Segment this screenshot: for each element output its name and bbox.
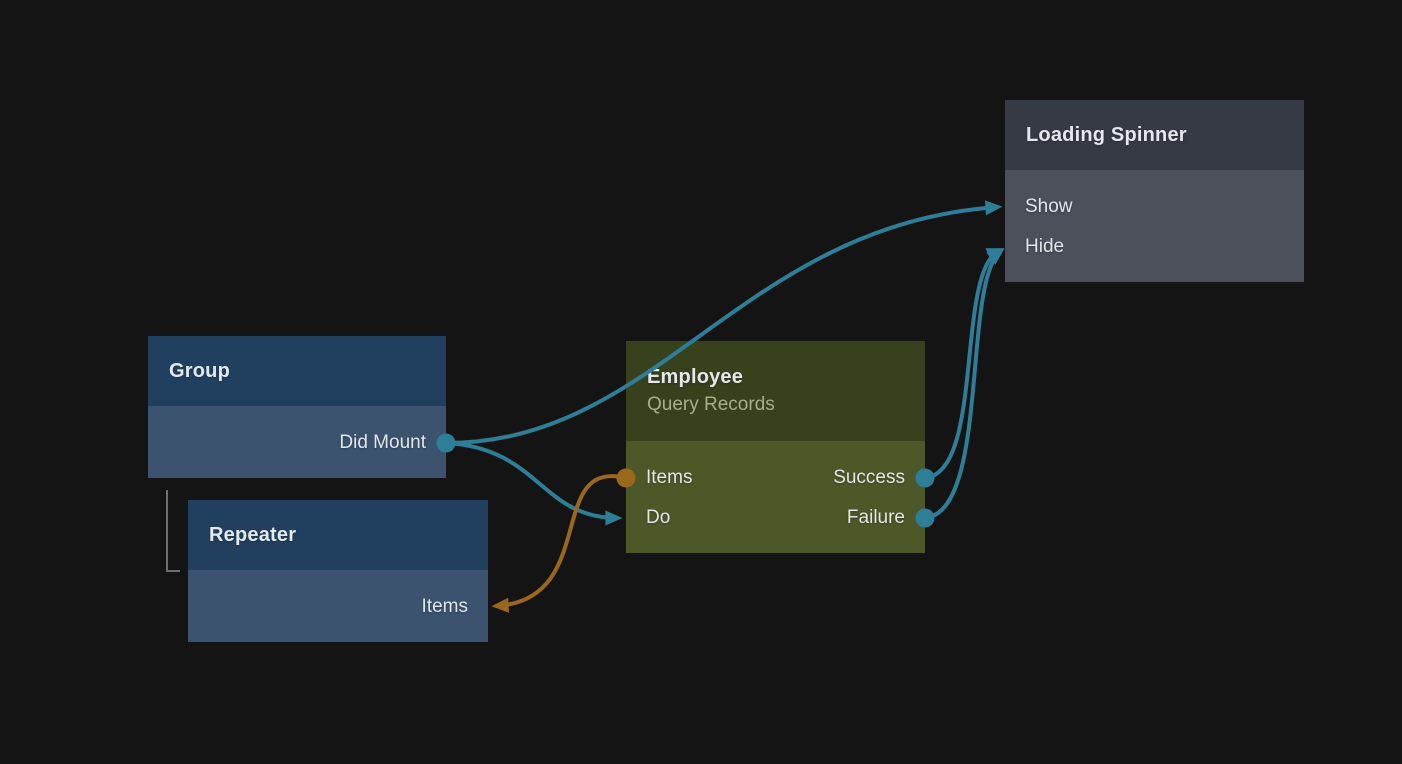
port-label-failure: Failure — [846, 507, 905, 528]
edge-items-repeateritems[interactable] — [491, 474, 627, 613]
port-label-items: Items — [646, 467, 693, 488]
port-row: Show — [1025, 187, 1284, 227]
node-header-repeater[interactable]: Repeater — [188, 500, 488, 570]
port-label-hide: Hide — [1025, 236, 1065, 257]
port-row: Hide — [1025, 227, 1284, 267]
node-body-repeater: Items — [188, 570, 488, 642]
node-title: Loading Spinner — [1026, 123, 1187, 146]
node-title: Employee — [647, 366, 744, 388]
node-subtitle: Query Records — [647, 394, 775, 415]
port-row: Did Mount — [168, 423, 426, 463]
node-title: Repeater — [209, 523, 297, 546]
node-header-loading-spinner[interactable]: Loading Spinner — [1005, 100, 1304, 170]
port-label-show: Show — [1025, 196, 1073, 217]
port-row: Items Success — [646, 458, 905, 498]
port-label-do: Do — [646, 507, 671, 528]
hierarchy-link-group-repeater — [166, 490, 180, 572]
port-label-success: Success — [833, 467, 905, 488]
edge-failure-hide[interactable] — [924, 248, 1005, 520]
port-row: Do Failure — [646, 498, 905, 538]
port-label-did-mount: Did Mount — [339, 432, 426, 453]
node-body-group: Did Mount — [148, 406, 446, 478]
node-title: Group — [169, 359, 230, 382]
edge-success-hide[interactable] — [924, 248, 1005, 480]
port-label-items: Items — [421, 596, 468, 617]
port-row: Items — [208, 587, 468, 627]
node-header-group[interactable]: Group — [148, 336, 446, 406]
